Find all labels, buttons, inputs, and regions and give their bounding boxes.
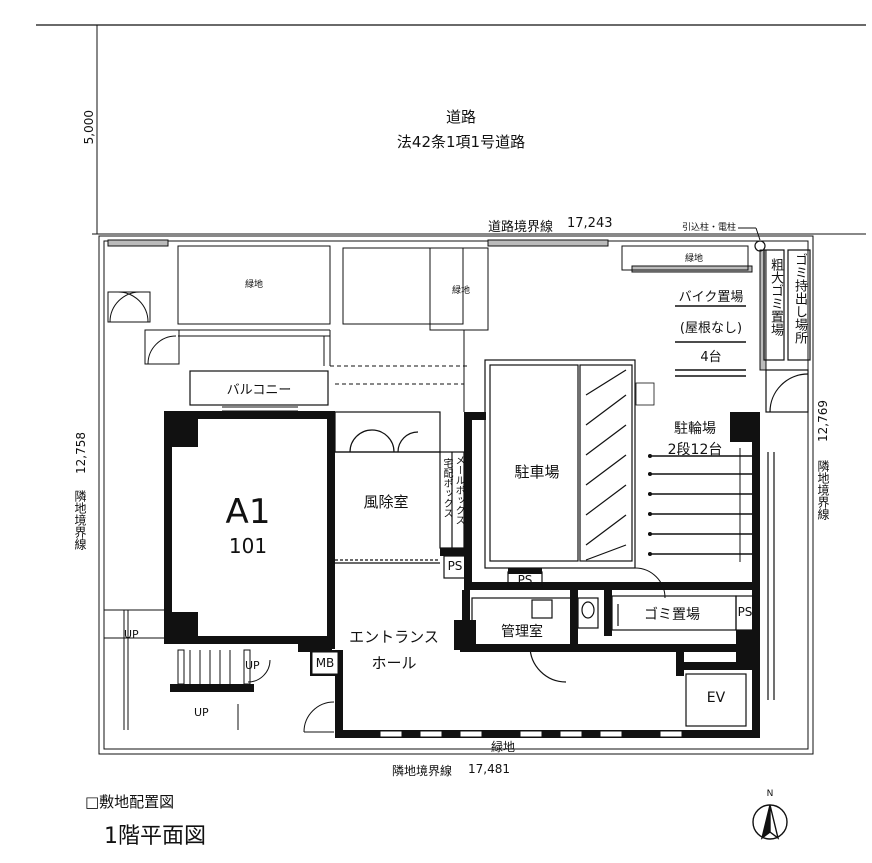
balcony [189, 370, 329, 406]
road-name: 道路 [445, 108, 477, 126]
bike-roof-label: (屋根なし) [679, 321, 743, 336]
site-plan-caption: □敷地配置図 [85, 793, 175, 811]
road-boundary-label: 道路境界線 [488, 220, 554, 235]
site-boundary [98, 235, 814, 755]
delivery-box-label: 宅配ボックス [441, 458, 452, 518]
green-strips [107, 239, 767, 371]
entrance-label-1: エントランス [349, 628, 439, 646]
unit-id: A1 [225, 492, 271, 532]
unit-number: 101 [228, 534, 268, 558]
garbage-label: ゴミ置場 [644, 607, 700, 623]
stairs-up-label-3: UP [194, 706, 209, 719]
bottom-boundary-length: 17,481 [468, 762, 510, 776]
left-doors [107, 291, 331, 366]
stairs-up-label-1: UP [124, 628, 139, 641]
ps-label-3: PS [737, 605, 753, 619]
garden-top-left [177, 245, 749, 331]
road-setback: 5,000 [82, 110, 96, 145]
management-label: 管理室 [501, 624, 543, 640]
balcony-label: バルコニー [226, 383, 292, 398]
unit-a1-walls [164, 411, 335, 652]
green-top-right: 緑地 [684, 254, 704, 264]
parking-area [484, 359, 636, 569]
left-boundary-length: 12,758 [74, 432, 88, 474]
entrance-label-2: ホール [371, 654, 417, 672]
north-arrow-icon [752, 804, 788, 840]
bike-parking-label: バイク置場 [678, 290, 744, 305]
left-boundary-label: 隣地境界線 [73, 490, 87, 550]
north-label: N [766, 789, 774, 799]
right-boundary-length: 12,769 [816, 400, 830, 442]
right-boundary-label: 隣地境界線 [816, 460, 830, 520]
parking-label: 駐車場 [514, 463, 560, 481]
mb-label: MB [315, 656, 335, 670]
green-top-mid: 緑地 [451, 286, 471, 296]
pole-label: 引込柱・電柱 [682, 223, 737, 233]
bottom-boundary-label: 隣地境界線 [392, 764, 453, 778]
windbreak-label: 風除室 [363, 493, 409, 511]
ps-label-2: PS [517, 573, 533, 587]
ev-label: EV [706, 690, 726, 706]
bicycle-parking-label: 駐輪場 [674, 421, 716, 437]
green-bottom: 緑地 [490, 740, 516, 754]
bike-count-label: 4台 [700, 350, 722, 365]
stairs-up-label-2: UP [245, 659, 260, 672]
bulky-garbage-label: 粗大ゴミ置場 [768, 258, 783, 336]
green-top-left: 緑地 [244, 280, 264, 290]
mailbox-label: メールボックス [453, 455, 464, 525]
road-boundary-length: 17,243 [567, 216, 613, 231]
bicycle-count-label: 2段12台 [667, 442, 723, 458]
ps-label-1: PS [447, 559, 463, 573]
windbreak-room [334, 411, 441, 564]
garbage-collection-label: ゴミ持出し場所 [792, 253, 807, 344]
floor-plan-caption: 1階平面図 [104, 824, 206, 849]
road-law: 法42条1項1号道路 [396, 133, 526, 151]
elevator [685, 673, 747, 727]
bicycle-racks [648, 448, 752, 562]
